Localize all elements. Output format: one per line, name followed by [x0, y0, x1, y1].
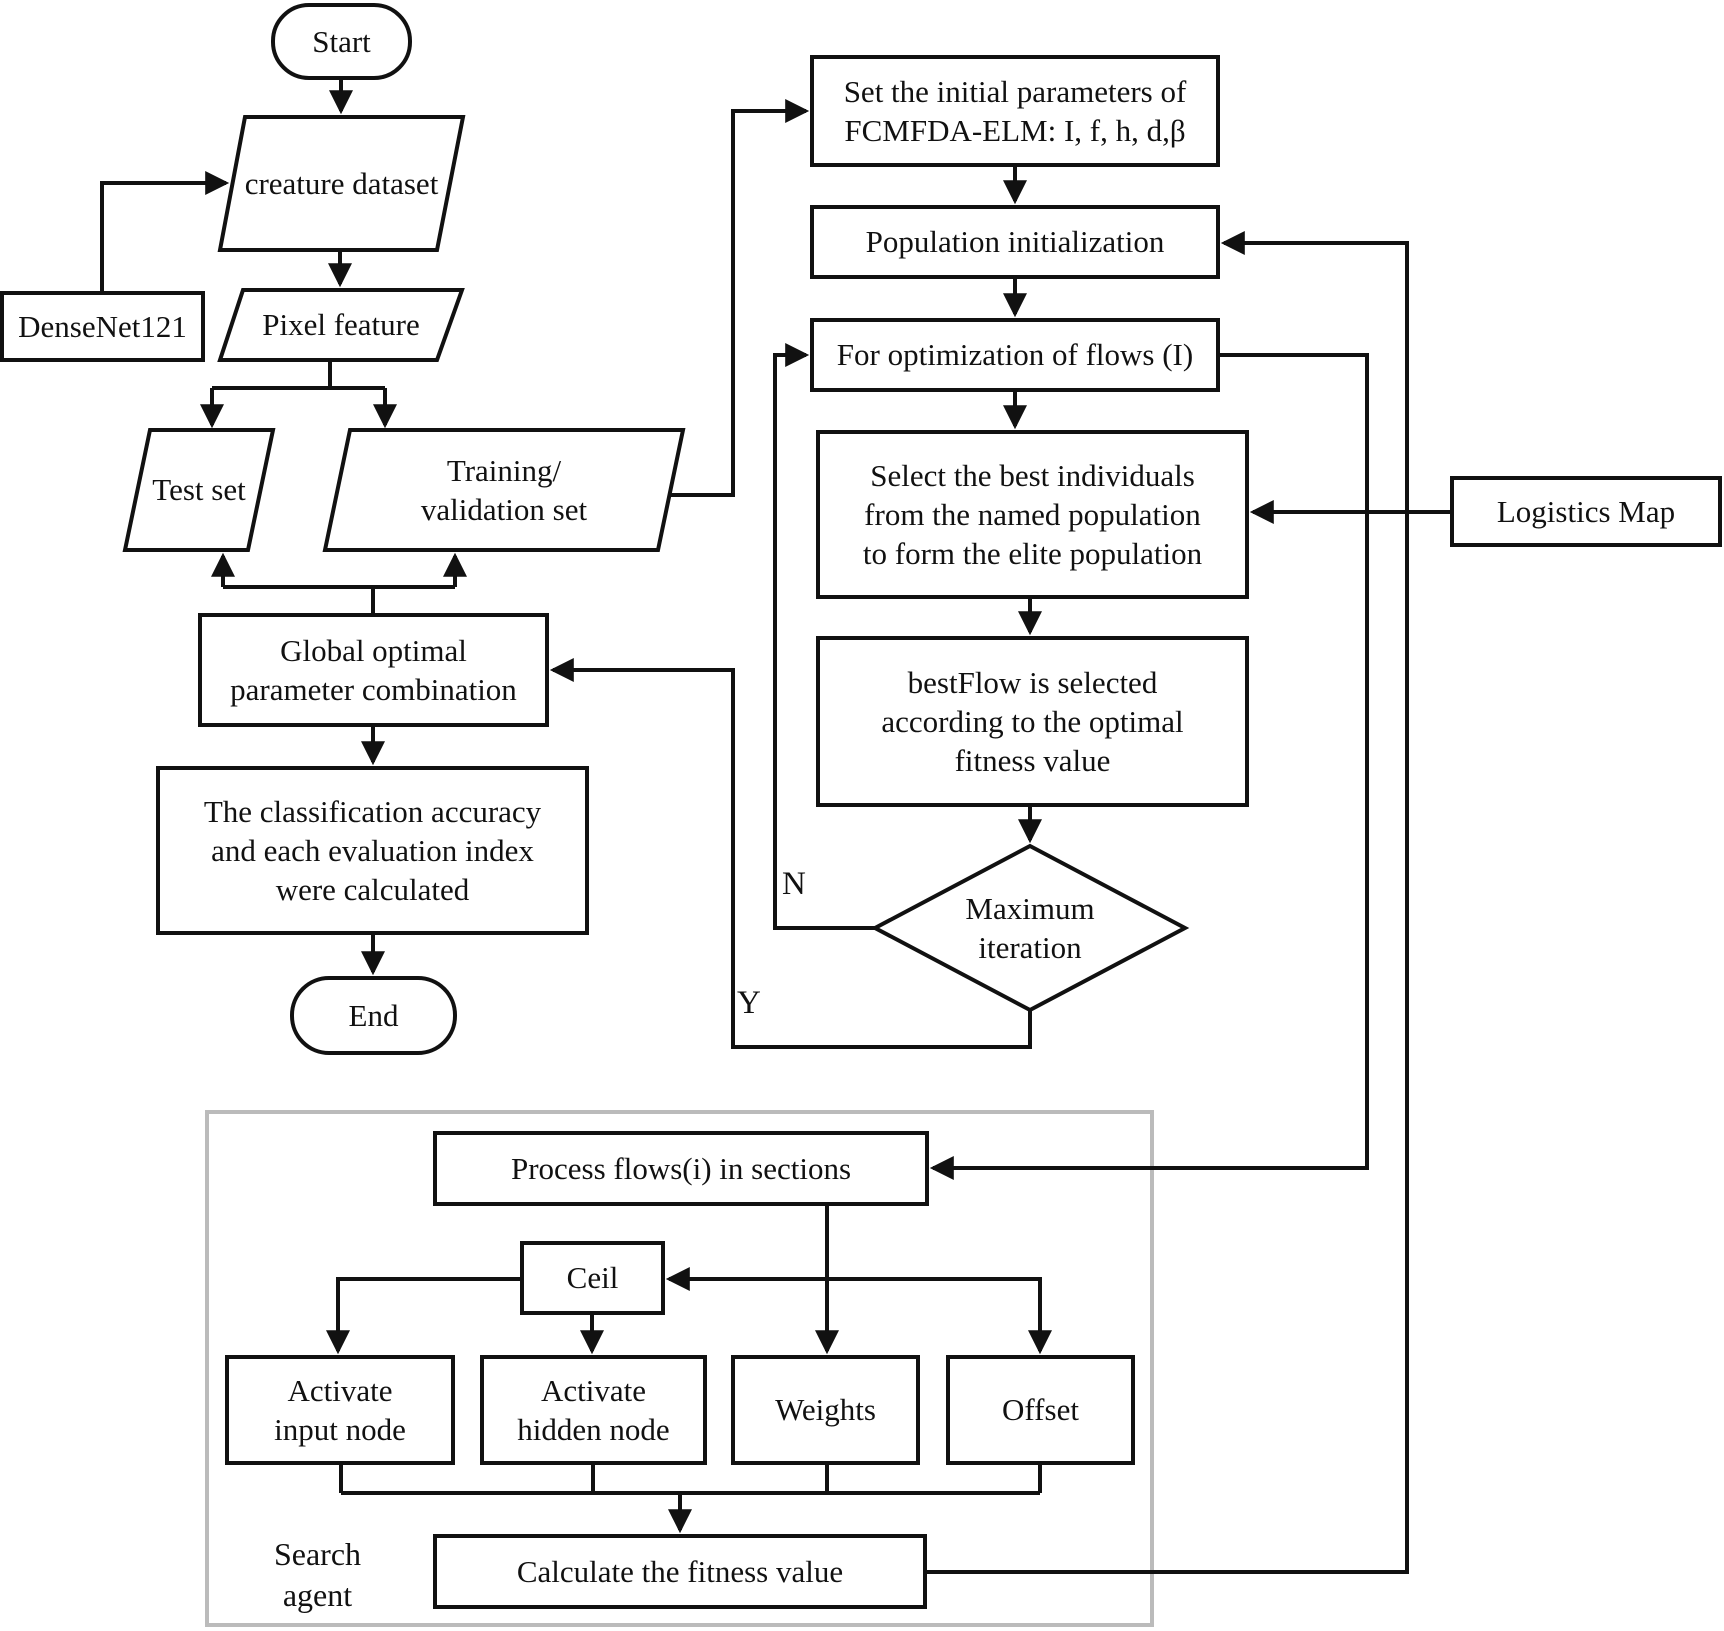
search-agent-section-frame	[205, 1110, 1154, 1627]
select-best-shape	[816, 430, 1249, 599]
end-shape	[290, 976, 457, 1055]
for-optimization-shape	[810, 318, 1220, 392]
activate-hidden-node-shape	[480, 1355, 707, 1465]
weights-shape	[731, 1355, 920, 1465]
ceil-shape	[520, 1241, 665, 1315]
edge-yes-globaloptimal	[549, 658, 1032, 1049]
edge-no-loop	[773, 343, 875, 930]
edge-trainval-setinit	[669, 99, 810, 497]
edge-bottom-bus	[339, 1463, 1042, 1495]
offset-shape	[946, 1355, 1135, 1465]
training-validation-shape	[322, 428, 686, 552]
test-set-shape	[122, 428, 276, 552]
creature-dataset-shape	[217, 115, 466, 252]
bestflow-shape	[816, 636, 1249, 807]
densenet-shape	[0, 291, 205, 362]
edge-ceil-input	[326, 1277, 522, 1355]
edge-junction-offset	[827, 1277, 1052, 1355]
pixel-feature-shape	[217, 288, 465, 362]
calculate-fitness-shape	[433, 1534, 927, 1609]
classification-shape	[156, 766, 589, 935]
maximum-iteration-shape	[870, 843, 1190, 1013]
edge-fitness-popinit	[925, 231, 1409, 1574]
connectors	[100, 78, 1452, 1574]
start-shape	[271, 3, 412, 80]
set-initial-params-shape	[810, 55, 1220, 167]
activate-input-node-shape	[225, 1355, 455, 1465]
global-optimal-shape	[198, 613, 549, 727]
edge-densenet-creature	[100, 171, 230, 291]
logistics-map-shape	[1450, 476, 1722, 547]
population-initialization-shape	[810, 205, 1220, 279]
process-flows-shape	[433, 1131, 929, 1206]
edge-foropt-processflows	[929, 353, 1369, 1180]
